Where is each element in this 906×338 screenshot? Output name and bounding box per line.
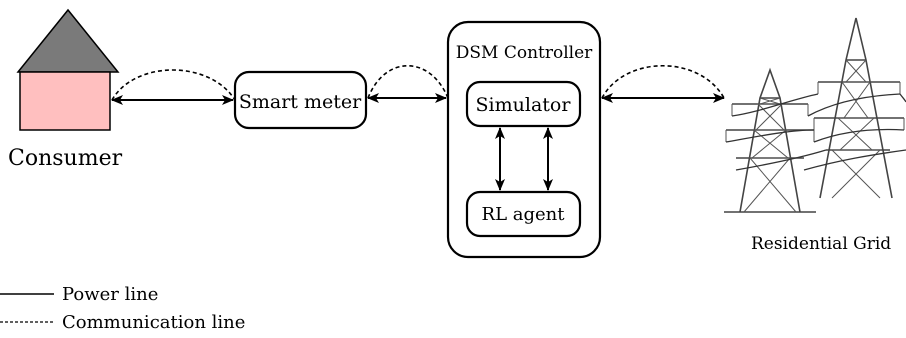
legend-communication-line-label: Communication line bbox=[62, 312, 245, 333]
comm-line-dsm-grid bbox=[601, 64, 725, 99]
house-roof bbox=[16, 8, 120, 73]
smart-meter-box bbox=[233, 70, 368, 130]
comm-line-consumer-meter bbox=[111, 69, 236, 101]
rl-agent-box bbox=[465, 190, 582, 238]
comm-line-meter-dsm bbox=[367, 64, 449, 99]
tower-front bbox=[724, 67, 816, 213]
tower-back bbox=[813, 17, 905, 199]
simulator-box bbox=[465, 80, 582, 128]
rl-agent-label: RL agent bbox=[482, 204, 566, 225]
smart-meter-label: Smart meter bbox=[239, 91, 362, 113]
house-body bbox=[19, 71, 111, 131]
transmission-tower-icon bbox=[724, 17, 906, 213]
consumer-label: Consumer bbox=[8, 146, 123, 171]
dsm-controller-label: DSM Controller bbox=[456, 43, 593, 63]
legend: Power line Communication line bbox=[0, 284, 245, 333]
house-icon bbox=[16, 8, 120, 131]
residential-grid-label: Residential Grid bbox=[751, 234, 891, 254]
legend-power-line-label: Power line bbox=[62, 284, 158, 305]
simulator-label: Simulator bbox=[476, 94, 572, 116]
